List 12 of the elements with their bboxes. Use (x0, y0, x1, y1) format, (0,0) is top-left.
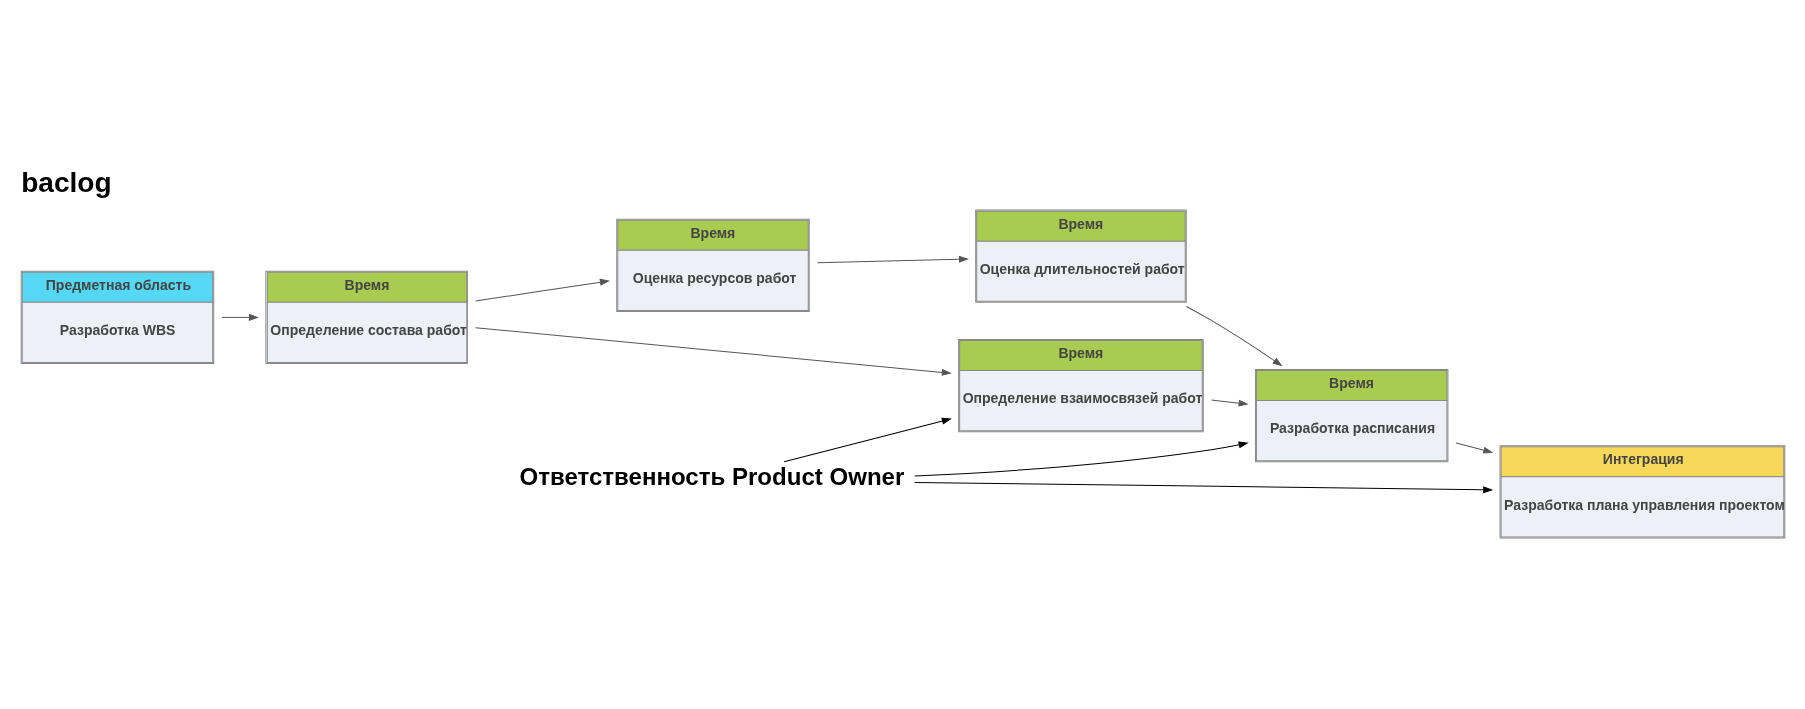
arrow (1455, 442, 1492, 454)
arrow (474, 278, 609, 302)
arrow (913, 441, 1248, 477)
node-text: Ответственность Product Owner (519, 463, 904, 491)
arrow (1185, 306, 1282, 366)
arrow (1210, 399, 1248, 407)
diagram-title: baclog (20, 167, 112, 199)
arrow (474, 327, 951, 376)
arrow (913, 481, 1492, 494)
arrow (220, 314, 258, 321)
arrow (816, 255, 968, 264)
arrow (783, 417, 951, 463)
